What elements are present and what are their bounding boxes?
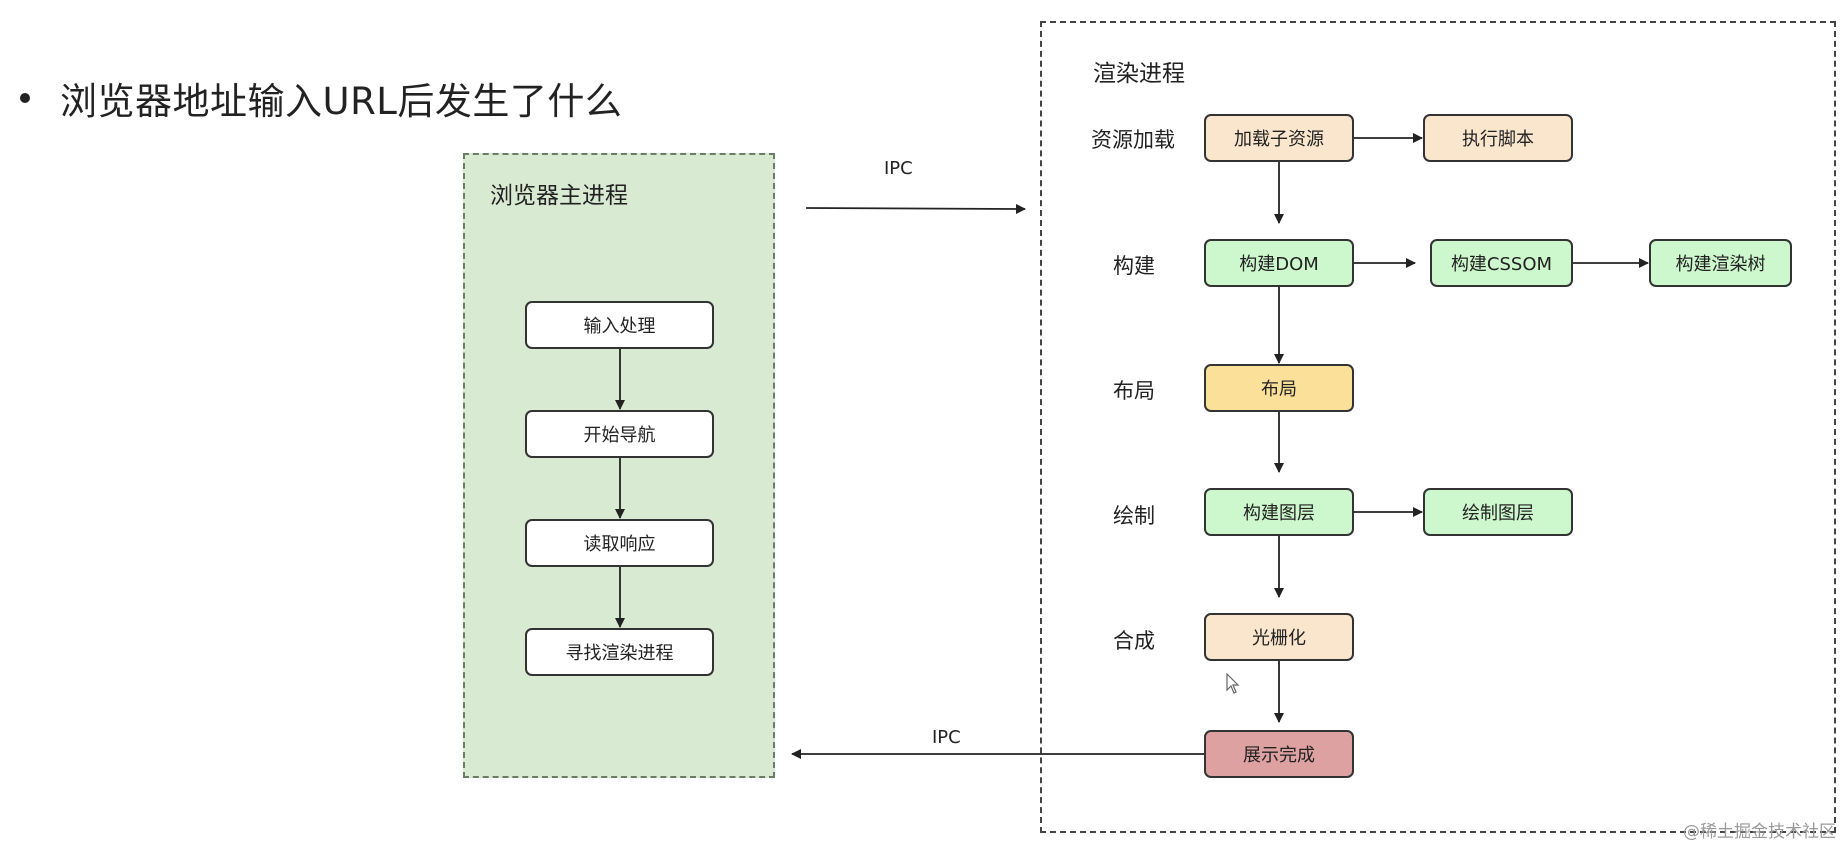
node-build-layers: 构建图层	[1204, 488, 1354, 536]
node-paint-layers: 绘制图层	[1423, 488, 1573, 536]
node-build-cssom: 构建CSSOM	[1430, 239, 1573, 287]
step-start-navigation: 开始导航	[525, 410, 714, 458]
row-label-resource-loading: 资源加载	[1091, 128, 1175, 152]
row-label-build: 构建	[1113, 254, 1155, 278]
node-build-render-tree: 构建渲染树	[1649, 239, 1792, 287]
node-rasterize: 光栅化	[1204, 613, 1354, 661]
arrow-ipc-to-render	[805, 203, 1026, 214]
ipc-label-to-render: IPC	[884, 158, 913, 179]
slide-heading: 浏览器地址输入URL后发生了什么	[60, 80, 623, 123]
main-process-title: 浏览器主进程	[490, 183, 628, 209]
node-build-dom: 构建DOM	[1204, 239, 1354, 287]
render-process-group	[1040, 21, 1836, 833]
ipc-label-to-main: IPC	[932, 727, 961, 748]
node-display-done: 展示完成	[1204, 730, 1354, 778]
step-input-handling: 输入处理	[525, 301, 714, 349]
node-load-subresource: 加载子资源	[1204, 114, 1354, 162]
slide-bullet: 浏览器地址输入URL后发生了什么	[20, 76, 622, 123]
row-label-layout: 布局	[1113, 379, 1155, 403]
render-process-title: 渲染进程	[1093, 61, 1185, 87]
mouse-cursor-icon	[1226, 673, 1240, 694]
row-label-paint: 绘制	[1113, 504, 1155, 528]
node-exec-script: 执行脚本	[1423, 114, 1573, 162]
step-read-response: 读取响应	[525, 519, 714, 567]
step-find-render-process: 寻找渲染进程	[525, 628, 714, 676]
node-layout: 布局	[1204, 364, 1354, 412]
row-label-composite: 合成	[1113, 629, 1155, 653]
watermark: @稀土掘金技术社区	[1683, 822, 1836, 842]
bullet-dot-icon	[20, 93, 30, 103]
